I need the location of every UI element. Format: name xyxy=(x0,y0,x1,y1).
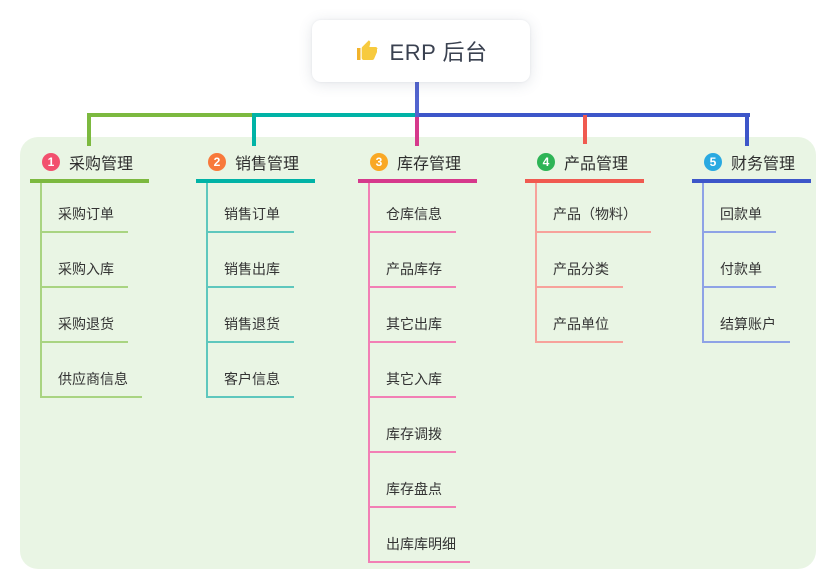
child-node[interactable]: 回款单 xyxy=(702,183,776,233)
child-node[interactable]: 库存盘点 xyxy=(368,453,456,508)
branch-children: 仓库信息产品库存其它出库其它入库库存调拨库存盘点出库库明细 xyxy=(358,183,477,563)
branch-label: 销售管理 xyxy=(235,156,300,173)
branch-4: 4 产品管理 产品（物料）产品分类产品单位 xyxy=(525,146,651,343)
child-node[interactable]: 采购入库 xyxy=(40,233,128,288)
thumbs-up-icon xyxy=(355,39,379,63)
branch-number-badge: 2 xyxy=(208,153,226,171)
branch-number-badge: 5 xyxy=(704,153,722,171)
child-node[interactable]: 库存调拨 xyxy=(368,398,456,453)
child-node[interactable]: 产品单位 xyxy=(535,288,623,343)
child-node[interactable]: 产品分类 xyxy=(535,233,623,288)
child-node[interactable]: 其它入库 xyxy=(368,343,456,398)
branch-label: 财务管理 xyxy=(731,156,796,173)
branch-1: 1 采购管理 采购订单采购入库采购退货供应商信息 xyxy=(30,146,150,398)
child-node[interactable]: 采购订单 xyxy=(40,183,128,233)
branch-label: 库存管理 xyxy=(397,156,462,173)
branches-panel xyxy=(20,137,816,569)
child-node[interactable]: 付款单 xyxy=(702,233,776,288)
branch-title[interactable]: 4 产品管理 xyxy=(525,146,645,183)
connector-bus-branch-1 xyxy=(87,113,256,117)
child-node[interactable]: 销售退货 xyxy=(206,288,294,343)
child-node[interactable]: 出库库明细 xyxy=(368,508,470,563)
connector-bus-branch-2 xyxy=(252,113,420,117)
child-node[interactable]: 供应商信息 xyxy=(40,343,142,398)
branch-title[interactable]: 3 库存管理 xyxy=(358,146,478,183)
child-node[interactable]: 其它出库 xyxy=(368,288,456,343)
branch-5: 5 财务管理 回款单付款单结算账户 xyxy=(692,146,812,343)
branch-2: 2 销售管理 销售订单销售出库销售退货客户信息 xyxy=(196,146,316,398)
branch-title[interactable]: 5 财务管理 xyxy=(692,146,812,183)
branch-children: 销售订单销售出库销售退货客户信息 xyxy=(196,183,315,398)
branch-children: 回款单付款单结算账户 xyxy=(692,183,811,343)
branch-number-badge: 3 xyxy=(370,153,388,171)
branch-children: 采购订单采购入库采购退货供应商信息 xyxy=(30,183,149,398)
child-node[interactable]: 客户信息 xyxy=(206,343,294,398)
branch-children: 产品（物料）产品分类产品单位 xyxy=(525,183,651,343)
connector-root-drop xyxy=(415,82,419,117)
root-label: ERP 后台 xyxy=(389,40,488,65)
branch-title[interactable]: 2 销售管理 xyxy=(196,146,316,183)
child-node[interactable]: 产品（物料） xyxy=(535,183,651,233)
child-node[interactable]: 采购退货 xyxy=(40,288,128,343)
root-node[interactable]: ERP 后台 xyxy=(312,20,530,82)
child-node[interactable]: 产品库存 xyxy=(368,233,456,288)
connector-bus-branch-5 xyxy=(416,113,750,117)
branch-3: 3 库存管理 仓库信息产品库存其它出库其它入库库存调拨库存盘点出库库明细 xyxy=(358,146,478,563)
branch-label: 采购管理 xyxy=(69,156,134,173)
child-node[interactable]: 销售订单 xyxy=(206,183,294,233)
child-node[interactable]: 销售出库 xyxy=(206,233,294,288)
branch-title[interactable]: 1 采购管理 xyxy=(30,146,150,183)
child-node[interactable]: 结算账户 xyxy=(702,288,790,343)
branch-number-badge: 4 xyxy=(537,153,555,171)
child-node[interactable]: 仓库信息 xyxy=(368,183,456,233)
branch-label: 产品管理 xyxy=(564,156,629,173)
branch-number-badge: 1 xyxy=(42,153,60,171)
